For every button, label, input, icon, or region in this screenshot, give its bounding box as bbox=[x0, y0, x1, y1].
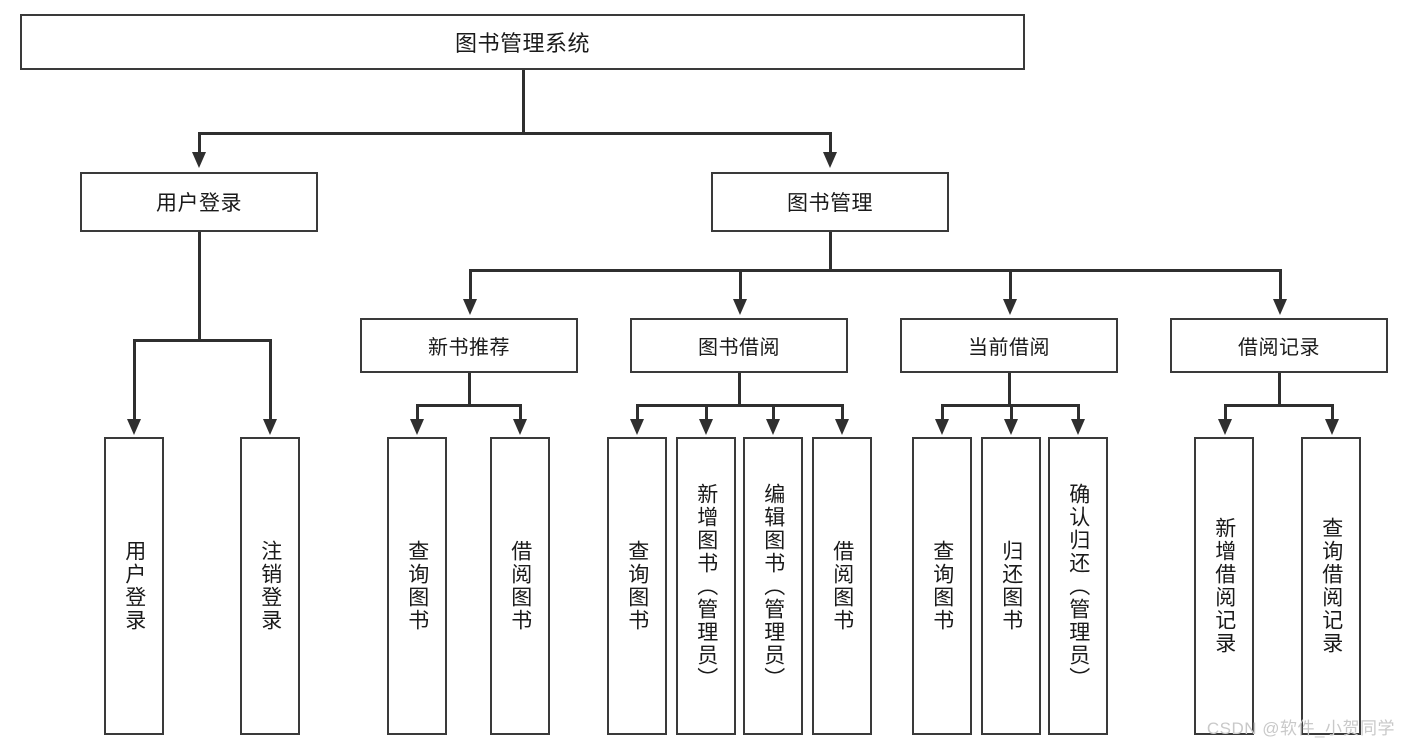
node-label: 归还图书 bbox=[999, 540, 1023, 632]
arrow-leaf-user-login bbox=[127, 419, 141, 435]
node-label: 用户登录 bbox=[156, 192, 242, 215]
leaf-borrow-book-1[interactable]: 借阅图书 bbox=[490, 437, 550, 735]
connector-current-borrow-drop-2 bbox=[1010, 404, 1013, 421]
node-label: 图书管理 bbox=[787, 192, 873, 215]
node-label: 编辑图书（管理员） bbox=[761, 482, 785, 690]
leaf-borrow-book-2[interactable]: 借阅图书 bbox=[812, 437, 872, 735]
arrow-to-new-book-recommend bbox=[463, 299, 477, 315]
connector-book-borrow-drop-1 bbox=[636, 404, 639, 421]
arrow-leaf-query-record bbox=[1325, 419, 1339, 435]
node-label: 新书推荐 bbox=[428, 337, 510, 359]
connector-book-borrow-bus bbox=[636, 404, 843, 407]
node-new-book-recommend[interactable]: 新书推荐 bbox=[360, 318, 578, 373]
node-label: 借阅记录 bbox=[1238, 337, 1320, 359]
node-current-borrow[interactable]: 当前借阅 bbox=[900, 318, 1118, 373]
node-label: 注销登录 bbox=[258, 540, 282, 632]
arrow-to-book-borrow bbox=[733, 299, 747, 315]
arrow-leaf-query-book-1 bbox=[410, 419, 424, 435]
arrow-root-to-book-manage bbox=[823, 152, 837, 168]
node-label: 查询图书 bbox=[405, 540, 429, 632]
leaf-add-record[interactable]: 新增借阅记录 bbox=[1194, 437, 1254, 735]
connector-new-book-stem bbox=[468, 373, 471, 406]
connector-book-borrow-drop-2 bbox=[705, 404, 708, 421]
connector-to-borrow-record bbox=[1279, 269, 1282, 301]
connector-current-borrow-stem bbox=[1008, 373, 1011, 406]
node-book-manage[interactable]: 图书管理 bbox=[711, 172, 949, 232]
connector-borrow-record-drop-1 bbox=[1224, 404, 1227, 421]
leaf-query-book-1[interactable]: 查询图书 bbox=[387, 437, 447, 735]
connector-to-book-borrow bbox=[739, 269, 742, 301]
connector-book-borrow-stem bbox=[738, 373, 741, 406]
arrow-to-current-borrow bbox=[1003, 299, 1017, 315]
arrow-leaf-return-book bbox=[1004, 419, 1018, 435]
leaf-return-book[interactable]: 归还图书 bbox=[981, 437, 1041, 735]
watermark-text: CSDN @软件_小贺同学 bbox=[1206, 719, 1395, 738]
connector-current-borrow-drop-1 bbox=[941, 404, 944, 421]
connector-book-borrow-drop-4 bbox=[841, 404, 844, 421]
node-label: 借阅图书 bbox=[830, 540, 854, 632]
node-label: 用户登录 bbox=[122, 540, 146, 632]
connector-root-stem bbox=[522, 70, 525, 133]
connector-borrow-record-drop-2 bbox=[1331, 404, 1334, 421]
node-label: 当前借阅 bbox=[968, 337, 1050, 359]
arrow-leaf-query-book-3 bbox=[935, 419, 949, 435]
connector-to-current-borrow bbox=[1009, 269, 1012, 301]
leaf-query-book-2[interactable]: 查询图书 bbox=[607, 437, 667, 735]
node-borrow-record[interactable]: 借阅记录 bbox=[1170, 318, 1388, 373]
node-label: 图书管理系统 bbox=[454, 31, 590, 56]
node-label: 查询图书 bbox=[930, 540, 954, 632]
connector-book-borrow-drop-3 bbox=[772, 404, 775, 421]
leaf-confirm-return[interactable]: 确认归还（管理员） bbox=[1048, 437, 1108, 735]
connector-root-to-book-manage bbox=[829, 132, 832, 154]
arrow-leaf-borrow-book-2 bbox=[835, 419, 849, 435]
arrow-leaf-add-record bbox=[1218, 419, 1232, 435]
arrow-to-borrow-record bbox=[1273, 299, 1287, 315]
connector-new-book-bus bbox=[416, 404, 521, 407]
arrow-leaf-confirm-return bbox=[1071, 419, 1085, 435]
arrow-root-to-user-login bbox=[192, 152, 206, 168]
node-label: 新增借阅记录 bbox=[1212, 517, 1236, 655]
leaf-edit-book[interactable]: 编辑图书（管理员） bbox=[743, 437, 803, 735]
node-user-login[interactable]: 用户登录 bbox=[80, 172, 318, 232]
node-label: 确认归还（管理员） bbox=[1066, 482, 1090, 690]
arrow-leaf-borrow-book-1 bbox=[513, 419, 527, 435]
connector-current-borrow-drop-3 bbox=[1077, 404, 1080, 421]
leaf-user-login[interactable]: 用户登录 bbox=[104, 437, 164, 735]
node-label: 图书借阅 bbox=[698, 337, 780, 359]
connector-borrow-record-bus bbox=[1224, 404, 1333, 407]
connector-user-login-bus bbox=[133, 339, 271, 342]
leaf-logout-login[interactable]: 注销登录 bbox=[240, 437, 300, 735]
leaf-query-book-3[interactable]: 查询图书 bbox=[912, 437, 972, 735]
connector-user-login-drop-1 bbox=[133, 339, 136, 421]
connector-new-book-drop-2 bbox=[519, 404, 522, 421]
node-root-system[interactable]: 图书管理系统 bbox=[20, 14, 1025, 70]
connector-root-to-user-login bbox=[198, 132, 201, 154]
arrow-leaf-add-book bbox=[699, 419, 713, 435]
arrow-leaf-logout-login bbox=[263, 419, 277, 435]
arrow-leaf-edit-book bbox=[766, 419, 780, 435]
connector-book-manage-stem bbox=[829, 232, 832, 271]
node-book-borrow[interactable]: 图书借阅 bbox=[630, 318, 848, 373]
connector-borrow-record-stem bbox=[1278, 373, 1281, 406]
connector-user-login-stem bbox=[198, 232, 201, 341]
leaf-query-record[interactable]: 查询借阅记录 bbox=[1301, 437, 1361, 735]
leaf-add-book[interactable]: 新增图书（管理员） bbox=[676, 437, 736, 735]
connector-root-bus bbox=[198, 132, 830, 135]
connector-level3-bus bbox=[469, 269, 1281, 272]
arrow-leaf-query-book-2 bbox=[630, 419, 644, 435]
connector-user-login-drop-2 bbox=[269, 339, 272, 421]
node-label: 借阅图书 bbox=[508, 540, 532, 632]
node-label: 查询图书 bbox=[625, 540, 649, 632]
connector-new-book-drop-1 bbox=[416, 404, 419, 421]
node-label: 查询借阅记录 bbox=[1319, 517, 1343, 655]
connector-to-new-book-recommend bbox=[469, 269, 472, 301]
node-label: 新增图书（管理员） bbox=[694, 482, 718, 690]
